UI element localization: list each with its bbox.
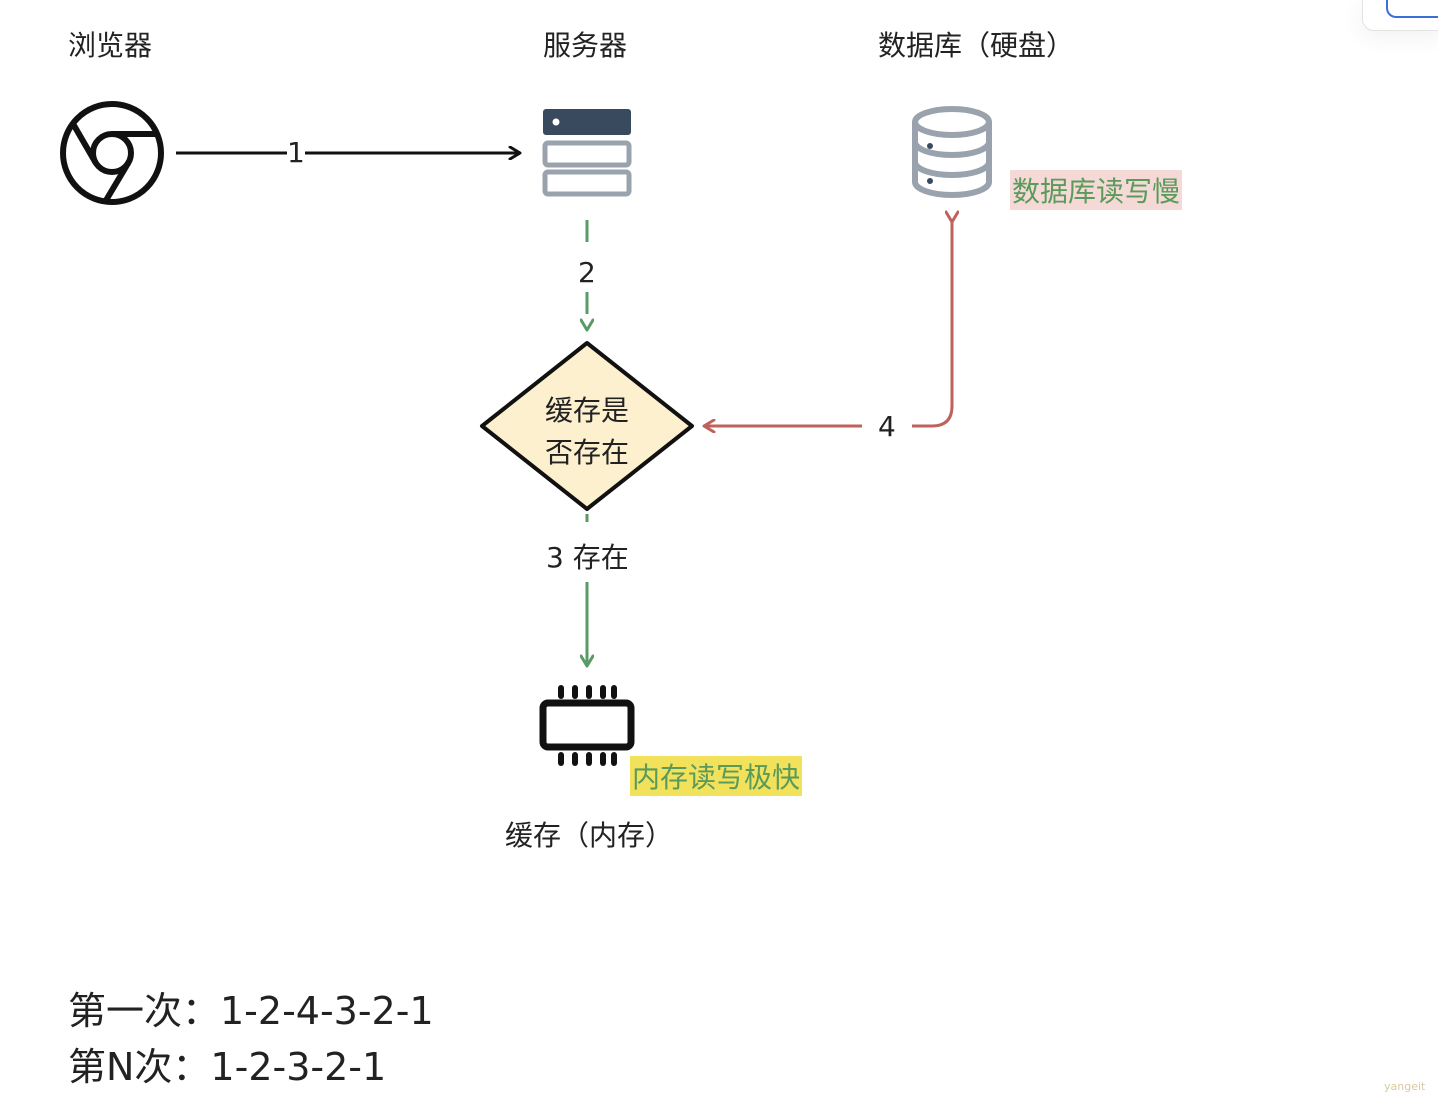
server-icon [542,109,632,197]
summary-first: 第一次：1-2-4-3-2-1 [68,989,434,1033]
decision-text-line1: 缓存是 [545,394,630,427]
decision-text-line2: 否存在 [545,436,630,469]
decision-diamond [480,341,694,511]
memory-icon [539,685,635,766]
browser-label: 浏览器 [68,29,153,62]
server-label: 服务器 [543,29,628,62]
database-icon [912,106,992,198]
corner-button[interactable] [1386,0,1438,18]
edge-2-label: 2 [578,256,596,289]
browser-icon [60,101,164,205]
db-slow-note: 数据库读写慢 [1010,170,1183,210]
database-label: 数据库（硬盘） [878,29,1075,62]
edge-4-label: 4 [878,410,896,443]
edge-3-label: 3 存在 [546,536,629,576]
corner-panel [1362,0,1438,31]
edge-4-path [912,222,952,428]
summary-nth: 第N次：1-2-3-2-1 [68,1045,387,1089]
watermark: yangeit [1384,1080,1426,1093]
memory-fast-note: 内存读写极快 [630,756,803,796]
edge-1-label: 1 [287,136,305,169]
cache-label: 缓存（内存） [505,819,674,852]
